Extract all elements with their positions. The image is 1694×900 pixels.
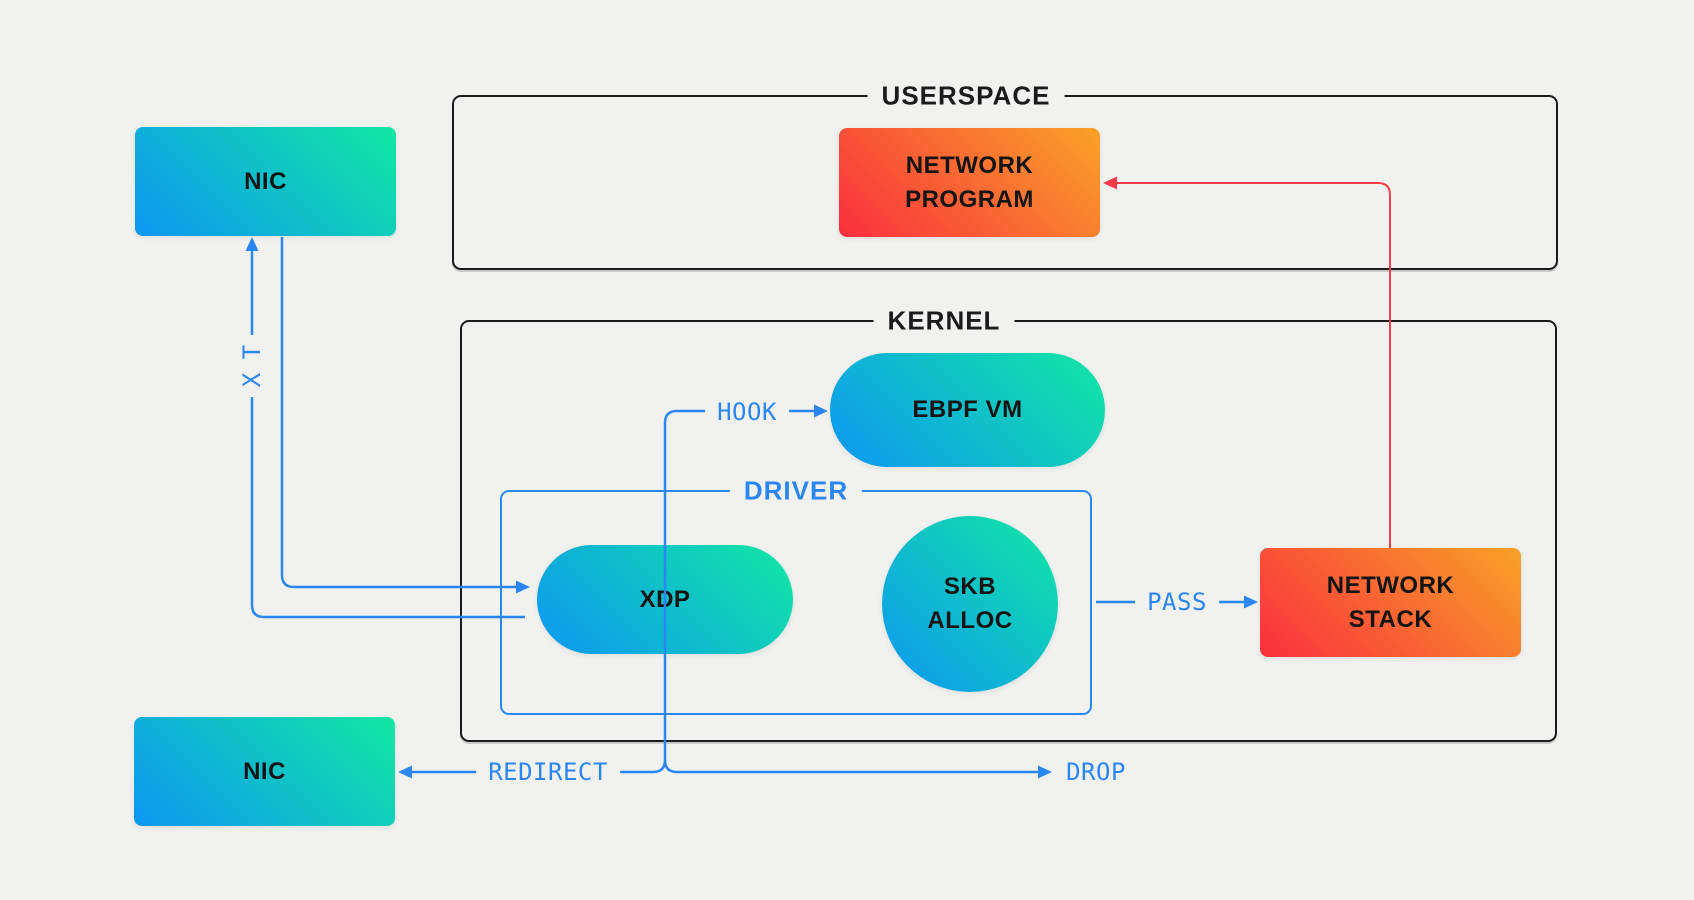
nic-bottom-label: NIC xyxy=(243,757,286,785)
edge-tx-line xyxy=(250,251,525,619)
edge-drop-line xyxy=(663,759,1038,774)
skb-alloc-label-line1: SKB xyxy=(943,573,997,600)
edge-redirect-arrowhead xyxy=(398,765,412,779)
edge-tx-arrowhead xyxy=(245,237,259,251)
network-stack-node: NETWORK STACK xyxy=(1260,548,1521,657)
ebpf-vm-node: EBPF VM xyxy=(830,353,1105,467)
network-program-node: NETWORK PROGRAM xyxy=(839,128,1100,237)
network-stack-label-line1: NETWORK xyxy=(1326,571,1455,599)
kernel-label: KERNEL xyxy=(873,303,1015,339)
nic-top-node: NIC xyxy=(135,127,396,236)
tx-edge-label: T X xyxy=(238,335,266,397)
edge-hook-redirect-line xyxy=(412,409,814,774)
drop-edge-label: DROP xyxy=(1054,755,1138,789)
network-program-label-line1: NETWORK xyxy=(905,151,1034,179)
ebpf-vm-label: EBPF VM xyxy=(912,396,1023,423)
pass-edge-label: PASS xyxy=(1135,585,1219,619)
nic-bottom-node: NIC xyxy=(134,717,395,826)
edge-pass-arrowhead xyxy=(1244,595,1258,609)
edge-stack-to-program-arrowhead xyxy=(1103,176,1117,190)
nic-top-label: NIC xyxy=(244,167,287,195)
skb-alloc-node: SKB ALLOC xyxy=(882,516,1058,692)
hook-edge-label: HOOK xyxy=(705,395,789,429)
userspace-label: USERSPACE xyxy=(867,78,1065,114)
edge-stack-to-program-line xyxy=(1117,182,1391,548)
network-program-label-line2: PROGRAM xyxy=(905,185,1034,213)
skb-alloc-label-line2: ALLOC xyxy=(927,607,1013,634)
tx-edge-label-char1: T xyxy=(238,344,266,360)
edge-rx-arrowhead xyxy=(516,580,530,594)
edge-rx-line xyxy=(280,237,517,589)
driver-label: DRIVER xyxy=(729,473,863,509)
redirect-edge-label: REDIRECT xyxy=(476,755,620,789)
edge-drop-arrowhead xyxy=(1038,765,1052,779)
network-stack-label-line2: STACK xyxy=(1348,605,1433,633)
edge-hook-arrowhead xyxy=(814,404,828,418)
tx-edge-label-char2: X xyxy=(238,372,266,388)
